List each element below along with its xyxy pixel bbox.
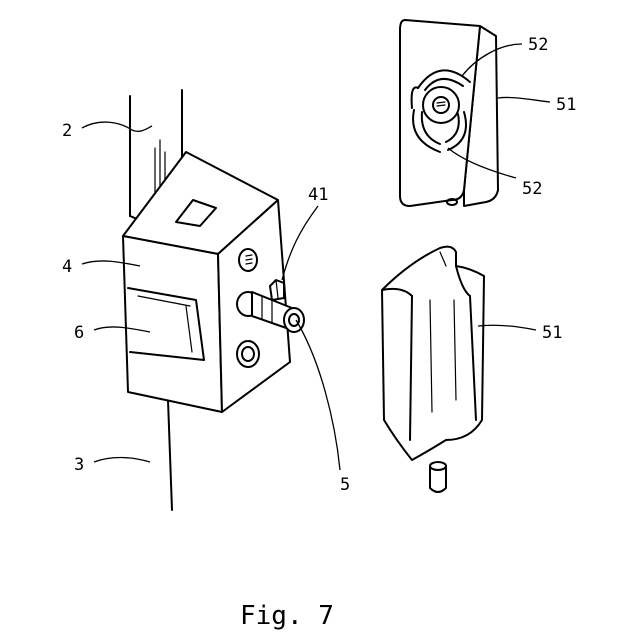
main-block [123, 152, 290, 412]
label-51-top: 51 [556, 95, 576, 115]
lower-rod [168, 400, 172, 510]
label-4: 4 [62, 257, 72, 277]
label-41: 41 [308, 185, 328, 205]
upper-plate [400, 20, 498, 206]
label-52-top: 52 [528, 35, 548, 55]
small-pin [430, 462, 446, 492]
label-2: 2 [62, 121, 72, 141]
label-5: 5 [340, 475, 350, 495]
lower-plate [382, 247, 484, 460]
label-51-bottom: 51 [542, 323, 562, 343]
figure-caption: Fig. 7 [240, 601, 334, 631]
label-52-bottom: 52 [522, 179, 542, 199]
label-3: 3 [74, 455, 84, 475]
label-6: 6 [74, 323, 84, 343]
